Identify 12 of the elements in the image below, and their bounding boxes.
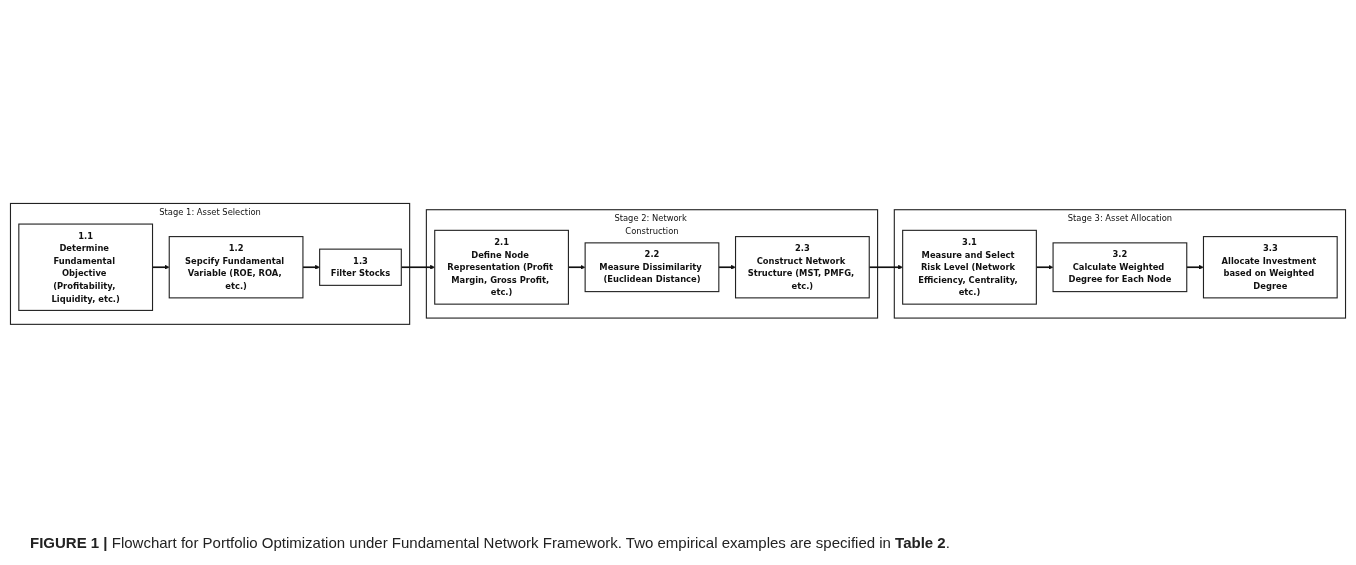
node-box: 3.2 Calculate Weighted Degree for Each Node [1052, 242, 1188, 293]
node-box: 3.1 Measure and Select Risk Level (Network Efficiency, Centrality, etc.) [902, 229, 1037, 305]
arrow [718, 264, 736, 270]
arrow [302, 264, 320, 270]
node-box: 2.1 Define Node Representation (Profit Margin, Gross Profit, etc.) [434, 229, 569, 305]
node-box: 3.3 Allocate Investment based on Weighted Degree [1202, 236, 1338, 299]
figure-caption: FIGURE 1 | Flowchart for Portfolio Optimization under Fundamental Network Framework. Two empirical examples are specified in Table 2. [29, 533, 951, 553]
node-box: 2.3 Construct Network Structure (MST, PMFG, etc.) [735, 236, 870, 299]
node-box: 1.2 Sepcify Fundamental Variable (ROE, ROA, etc.) [168, 236, 304, 299]
node-box: 1.1 Determine Fundamental Objective (Profitability, Liquidity, etc.) [18, 223, 154, 312]
node-box: 1.3 Filter Stocks [319, 248, 402, 286]
node-box: 2.2 Measure Dissimilarity (Euclidean Distance) [584, 242, 720, 293]
